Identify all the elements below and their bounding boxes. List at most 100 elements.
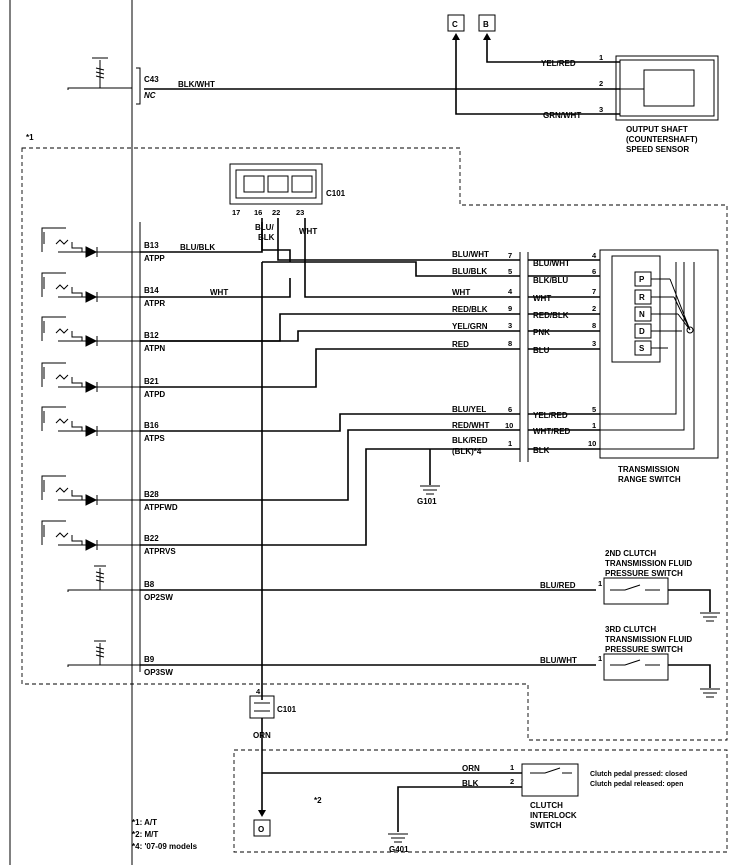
- svg-text:R: R: [639, 293, 645, 302]
- svg-text:ATPFWD: ATPFWD: [144, 503, 178, 512]
- svg-text:10: 10: [505, 421, 513, 430]
- svg-text:ATPR: ATPR: [144, 299, 165, 308]
- svg-text:WHT: WHT: [210, 288, 228, 297]
- svg-text:6: 6: [508, 405, 512, 414]
- svg-text:D: D: [639, 327, 645, 336]
- c43-label: C43: [144, 75, 159, 84]
- svg-text:Clutch pedal pressed: closed: Clutch pedal pressed: closed: [590, 771, 687, 778]
- svg-text:17: 17: [232, 208, 240, 217]
- wire-grn-wht: GRN/WHT: [543, 111, 581, 120]
- diode-icon-2: [85, 335, 98, 347]
- note-2: *2: [314, 796, 322, 805]
- svg-text:4: 4: [508, 287, 513, 296]
- svg-text:OP3SW: OP3SW: [144, 668, 173, 677]
- svg-text:B8: B8: [144, 580, 155, 589]
- arrow-icons: [452, 33, 491, 40]
- footnotes: *1: A/T *2: M/T *4: '07-09 models: [132, 818, 198, 851]
- connector-b: B: [483, 20, 489, 29]
- svg-text:P: P: [639, 275, 645, 284]
- svg-text:ATPRVS: ATPRVS: [144, 547, 176, 556]
- svg-text:1: 1: [598, 579, 602, 588]
- svg-text:2ND CLUTCH: 2ND CLUTCH: [605, 549, 656, 558]
- svg-text:WHT: WHT: [452, 288, 470, 297]
- c43-circuit: C43 NC BLK/WHT: [67, 57, 620, 105]
- svg-text:B16: B16: [144, 421, 159, 430]
- diode-icon-0: [85, 246, 98, 258]
- svg-text:BLU/: BLU/: [255, 223, 274, 232]
- svg-text:YEL/GRN: YEL/GRN: [452, 322, 488, 331]
- pressure-switch-3rd: 3RD CLUTCH TRANSMISSION FLUID PRESSURE S…: [598, 625, 720, 698]
- svg-text:C101: C101: [277, 705, 297, 714]
- at-region-outline: [21, 147, 728, 741]
- svg-text:6: 6: [592, 267, 596, 276]
- svg-text:8: 8: [592, 321, 596, 330]
- svg-text:3: 3: [508, 321, 512, 330]
- nc-label: NC: [144, 91, 156, 100]
- svg-text:BLU: BLU: [533, 346, 550, 355]
- atp-input-4: [41, 406, 140, 432]
- atp-input-symbols: [41, 227, 140, 667]
- svg-text:BLU/BLK: BLU/BLK: [180, 243, 215, 252]
- op-input-0: [67, 565, 140, 592]
- svg-text:RED/BLK: RED/BLK: [533, 311, 569, 320]
- svg-text:O: O: [258, 825, 264, 834]
- svg-text:PRESSURE SWITCH: PRESSURE SWITCH: [605, 645, 683, 654]
- diode-icon-6: [85, 539, 98, 551]
- svg-text:9: 9: [508, 304, 512, 313]
- svg-text:INTERLOCK: INTERLOCK: [530, 811, 577, 820]
- svg-text:RED/WHT: RED/WHT: [452, 421, 489, 430]
- svg-text:SWITCH: SWITCH: [530, 821, 562, 830]
- svg-text:22: 22: [272, 208, 280, 217]
- pressure-switch-2nd: 2ND CLUTCH TRANSMISSION FLUID PRESSURE S…: [598, 549, 720, 622]
- svg-text:TRANSMISSION FLUID: TRANSMISSION FLUID: [605, 559, 692, 568]
- op-input-1: [67, 640, 140, 667]
- svg-text:23: 23: [296, 208, 304, 217]
- mt-region-outline: [233, 749, 728, 853]
- svg-text:(COUNTERSHAFT): (COUNTERSHAFT): [626, 135, 698, 144]
- svg-text:BLU/WHT: BLU/WHT: [452, 250, 489, 259]
- svg-text:3: 3: [599, 105, 603, 114]
- wire-yel-red: YEL/RED: [541, 59, 576, 68]
- svg-text:BLK/RED: BLK/RED: [452, 436, 488, 445]
- svg-text:TRANSMISSION: TRANSMISSION: [618, 465, 680, 474]
- svg-text:7: 7: [592, 287, 596, 296]
- svg-text:3RD CLUTCH: 3RD CLUTCH: [605, 625, 656, 634]
- svg-text:TRANSMISSION FLUID: TRANSMISSION FLUID: [605, 635, 692, 644]
- svg-text:B28: B28: [144, 490, 159, 499]
- svg-text:ATPN: ATPN: [144, 344, 165, 353]
- svg-text:ATPS: ATPS: [144, 434, 165, 443]
- svg-text:BLU/WHT: BLU/WHT: [540, 656, 577, 665]
- svg-text:WHT: WHT: [533, 294, 551, 303]
- atp-input-6: [41, 520, 140, 546]
- transmission-range-switch: P R N D S TRANSMISSION RANGE SWITCH: [599, 249, 719, 484]
- svg-text:RED: RED: [452, 340, 469, 349]
- svg-text:2: 2: [592, 304, 596, 313]
- svg-text:2: 2: [599, 79, 603, 88]
- svg-text:C101: C101: [326, 189, 346, 198]
- svg-text:8: 8: [508, 339, 512, 348]
- svg-text:1: 1: [599, 53, 603, 62]
- atp-input-0: [41, 227, 140, 253]
- svg-text:YEL/RED: YEL/RED: [533, 411, 568, 420]
- ecm-body-outline: [9, 0, 133, 865]
- svg-text:CLUTCH: CLUTCH: [530, 801, 563, 810]
- svg-text:B21: B21: [144, 377, 159, 386]
- svg-text:S: S: [639, 344, 645, 353]
- harness-wires: [140, 218, 596, 700]
- svg-text:BLU/BLK: BLU/BLK: [452, 267, 487, 276]
- svg-text:16: 16: [254, 208, 262, 217]
- diode-icon-1: [85, 291, 98, 303]
- connector-b-box: [478, 14, 496, 32]
- svg-text:BLU/RED: BLU/RED: [540, 581, 576, 590]
- c101-bottom: 4 C101 ORN O: [249, 687, 297, 837]
- diode-icon-5: [85, 494, 98, 506]
- svg-text:WHT/RED: WHT/RED: [533, 427, 571, 436]
- connector-c-box: [447, 14, 465, 32]
- svg-text:B14: B14: [144, 286, 159, 295]
- svg-text:7: 7: [508, 251, 512, 260]
- svg-text:OUTPUT SHAFT: OUTPUT SHAFT: [626, 125, 688, 134]
- svg-text:(BLK)*4: (BLK)*4: [452, 447, 482, 456]
- svg-text:*2: M/T: *2: M/T: [132, 830, 158, 839]
- svg-text:SPEED SENSOR: SPEED SENSOR: [626, 145, 689, 154]
